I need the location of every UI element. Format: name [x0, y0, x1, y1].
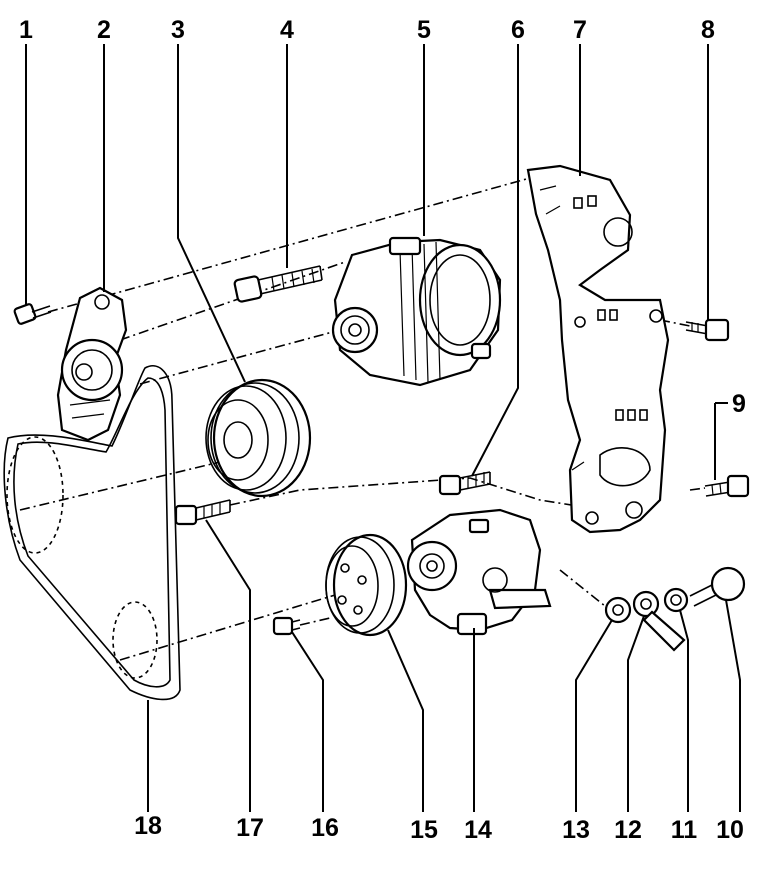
- callout-8: 8: [701, 16, 715, 44]
- callout-7: 7: [573, 16, 587, 44]
- part-3-crankshaft-pulley: [205, 378, 312, 498]
- leader-lines: [25, 44, 741, 812]
- part-9-bolt: [704, 474, 750, 498]
- part-12-banjo-fitting: [632, 590, 686, 652]
- callout-6: 6: [511, 16, 525, 44]
- part-18-ribbed-belt: [3, 365, 181, 701]
- callout-9: 9: [732, 390, 746, 418]
- part-4-long-bolt: [233, 265, 323, 303]
- callout-11: 11: [671, 816, 698, 844]
- part-14-power-steering-pump: [406, 508, 552, 636]
- callout-4: 4: [280, 16, 294, 44]
- callout-1: 1: [19, 16, 33, 44]
- callout-18: 18: [134, 812, 162, 840]
- part-17-bolt: [174, 499, 231, 526]
- callout-numbers: 1 2 3 4 5 6 7 8 9 10 11 12 13 14 15 16 1…: [19, 16, 746, 844]
- callout-13: 13: [562, 816, 590, 844]
- part-6-bolt: [438, 471, 491, 496]
- part-16-nut: [272, 616, 301, 636]
- part-11-washer: [663, 587, 689, 613]
- callout-14: 14: [464, 816, 492, 844]
- part-2-belt-tensioner: [56, 286, 128, 442]
- part-7-mounting-bracket: [526, 164, 670, 534]
- part-15-pump-pulley: [325, 533, 408, 637]
- part-5-alternator: [331, 236, 502, 387]
- part-13-washer: [604, 596, 632, 624]
- callout-10: 10: [716, 816, 744, 844]
- part-10-banjo-bolt: [689, 566, 746, 607]
- callout-17: 17: [236, 814, 264, 842]
- part-8-bolt: [685, 318, 730, 342]
- callout-16: 16: [311, 814, 339, 842]
- part-1-bolt: [13, 303, 52, 325]
- callout-12: 12: [614, 816, 642, 844]
- callout-5: 5: [417, 16, 431, 44]
- callout-3: 3: [171, 16, 185, 44]
- callout-2: 2: [97, 16, 111, 44]
- callout-15: 15: [410, 816, 438, 844]
